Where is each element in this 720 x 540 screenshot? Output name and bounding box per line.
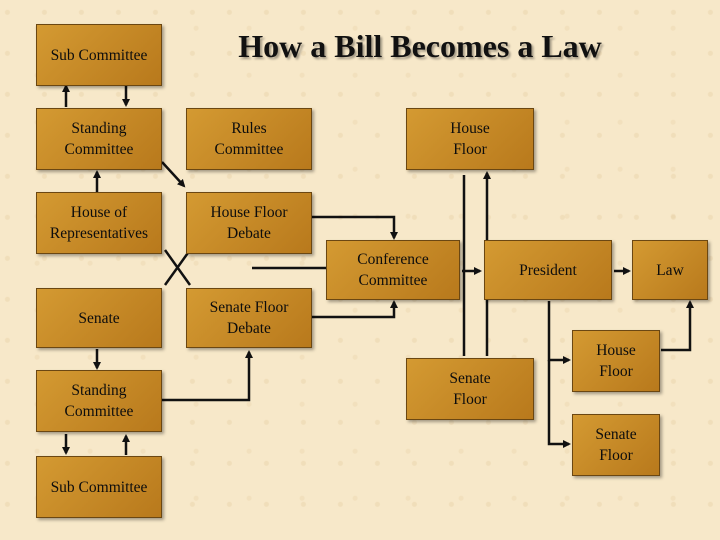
cross-connector-b	[163, 249, 192, 286]
box-house-floor-veto: House Floor	[572, 330, 660, 392]
box-conference-committee: Conference Committee	[326, 240, 460, 300]
arrow-standing-to-rules	[161, 161, 186, 188]
box-senate-floor: Senate Floor	[406, 358, 534, 420]
box-house-of-representatives: House of Representatives	[36, 192, 162, 254]
connector-president-to-senate-veto	[547, 360, 571, 448]
box-law: Law	[632, 240, 708, 300]
box-sub-committee-house: Sub Committee	[36, 24, 162, 86]
connector-senate-debate-to-conference	[312, 300, 398, 319]
box-house-floor-debate: House Floor Debate	[186, 192, 312, 254]
box-president: President	[484, 240, 612, 300]
box-sub-committee-senate: Sub Committee	[36, 456, 162, 518]
box-senate: Senate	[36, 288, 162, 348]
box-standing-committee-house: Standing Committee	[36, 108, 162, 170]
box-rules-committee: Rules Committee	[186, 108, 312, 170]
box-senate-floor-debate: Senate Floor Debate	[186, 288, 312, 348]
page-title: How a Bill Becomes a Law	[238, 28, 602, 64]
box-house-floor: House Floor	[406, 108, 534, 170]
connector-house-debate-to-conference	[310, 215, 398, 240]
connector-standing-to-senate-debate	[162, 350, 253, 402]
connector-house-veto-to-law	[661, 300, 694, 352]
connector-president-to-house-veto	[547, 301, 571, 364]
box-standing-committee-senate: Standing Committee	[36, 370, 162, 432]
box-senate-floor-veto: Senate Floor	[572, 414, 660, 476]
